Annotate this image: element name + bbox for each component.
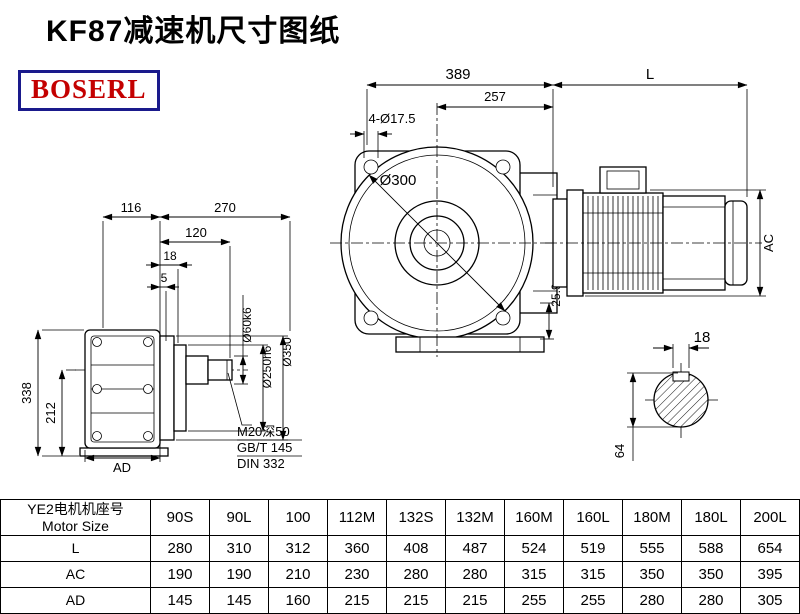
housing-base — [79, 447, 169, 457]
dim-cell: 215 — [445, 587, 505, 614]
flange-bolt-holes — [363, 159, 511, 326]
dim-64: 64 — [612, 444, 627, 458]
dim-cell: 310 — [209, 535, 269, 562]
dim-cell: 305 — [740, 587, 800, 614]
column-header: 180L — [681, 499, 741, 536]
technical-drawing: 116 270 120 18 5 338 212 AD — [19, 66, 776, 475]
dim-18: 18 — [163, 249, 177, 263]
dim-cell: 190 — [209, 561, 269, 588]
row-label-L: L — [0, 535, 151, 562]
dim-cell: 360 — [327, 535, 387, 562]
motor-size-table: YE2电机机座号 Motor Size 90S 90L 100 112M 132… — [0, 499, 800, 614]
dim-cell: 145 — [150, 587, 210, 614]
shaft-end-view: 18 64 — [612, 329, 718, 461]
dim-338: 338 — [19, 382, 34, 404]
table-row-AD: AD 145 145 160 215 215 215 255 255 280 2… — [0, 587, 800, 614]
dim-120: 120 — [185, 225, 207, 240]
dim-cell: 230 — [327, 561, 387, 588]
column-header: 112M — [327, 499, 387, 536]
dim-key: 18 — [694, 329, 711, 346]
table-row-L: L 280 310 312 360 408 487 524 519 555 58… — [0, 535, 800, 562]
dim-cell: 312 — [268, 535, 328, 562]
side-view: 116 270 120 18 5 338 212 AD — [19, 200, 302, 475]
dim-cell: 487 — [445, 535, 505, 562]
table-row-AC: AC 190 190 210 230 280 280 315 315 350 3… — [0, 561, 800, 588]
dia-300-label: Ø300 — [380, 172, 417, 189]
dim-389: 389 — [445, 66, 470, 83]
dim-cell: 395 — [740, 561, 800, 588]
row-label-AC: AC — [0, 561, 151, 588]
dim-25-9: 25.9 — [549, 283, 563, 307]
column-header: 200L — [740, 499, 800, 536]
dim-AC: AC — [761, 234, 776, 252]
dim-cell: 145 — [209, 587, 269, 614]
dim-cell: 255 — [563, 587, 623, 614]
dim-cell: 519 — [563, 535, 623, 562]
dim-212: 212 — [43, 402, 58, 424]
dim-cell: 280 — [681, 587, 741, 614]
dim-cell: 350 — [622, 561, 682, 588]
dim-cell: 588 — [681, 535, 741, 562]
page-title: KF87减速机尺寸图纸 — [46, 15, 341, 48]
dim-cell: 350 — [681, 561, 741, 588]
motor-size-header-cn: YE2电机机座号 — [27, 501, 124, 518]
dim-cell: 555 — [622, 535, 682, 562]
column-header: 132M — [445, 499, 505, 536]
terminal-box-lid — [606, 170, 640, 190]
dim-116: 116 — [121, 200, 142, 215]
dim-cell: 280 — [622, 587, 682, 614]
motor-size-header: YE2电机机座号 Motor Size — [0, 499, 151, 536]
row-label-AD: AD — [0, 587, 151, 614]
housing-bolts — [92, 337, 153, 441]
dim-L: L — [646, 66, 654, 83]
housing-foot — [395, 336, 545, 353]
keyway — [672, 371, 690, 382]
column-header: 160L — [563, 499, 623, 536]
dim-cell: 210 — [268, 561, 328, 588]
dim-257: 257 — [484, 89, 506, 104]
dim-cell: 654 — [740, 535, 800, 562]
dim-cell: 160 — [268, 587, 328, 614]
dim-cell: 315 — [563, 561, 623, 588]
dim-cell: 408 — [386, 535, 446, 562]
dia-250-label: Ø250h6 — [260, 345, 274, 388]
output-flange-plate — [159, 335, 175, 441]
dim-cell: 315 — [504, 561, 564, 588]
dia-60-label: Ø60k6 — [240, 307, 254, 343]
column-header: 180M — [622, 499, 682, 536]
dim-270: 270 — [214, 200, 236, 215]
dim-cell: 215 — [327, 587, 387, 614]
note-gb: GB/T 145 — [237, 440, 292, 455]
dim-cell: 280 — [386, 561, 446, 588]
column-header: 90S — [150, 499, 210, 536]
dim-cell: 280 — [445, 561, 505, 588]
dia-350-label: Ø350 — [280, 337, 294, 367]
dia-300-line — [368, 174, 506, 312]
dim-cell: 524 — [504, 535, 564, 562]
output-shaft-end — [207, 359, 233, 381]
holes-label: 4-Ø17.5 — [369, 111, 416, 126]
front-view: Ø300 4-Ø17.5 389 L 257 25.9 — [330, 66, 748, 357]
brand-logo-box: BOSERL — [18, 70, 160, 111]
column-header: 132S — [386, 499, 446, 536]
output-flange-spigot — [173, 344, 187, 432]
brand-logo-text: BOSERL — [31, 74, 147, 104]
column-header: 100 — [268, 499, 328, 536]
column-header: 160M — [504, 499, 564, 536]
note-tap: M20深50 — [237, 424, 290, 439]
note-din: DIN 332 — [237, 456, 285, 471]
motor: AC — [545, 166, 776, 297]
dim-cell: 280 — [150, 535, 210, 562]
dim-5: 5 — [161, 271, 168, 285]
output-shaft-step — [185, 355, 209, 385]
dim-cell: 255 — [504, 587, 564, 614]
dim-cell: 190 — [150, 561, 210, 588]
note-leader — [227, 372, 252, 426]
table-header-row: YE2电机机座号 Motor Size 90S 90L 100 112M 132… — [0, 499, 800, 536]
motor-size-header-en: Motor Size — [42, 517, 109, 534]
dim-AD: AD — [113, 460, 131, 475]
dim-cell: 215 — [386, 587, 446, 614]
column-header: 90L — [209, 499, 269, 536]
